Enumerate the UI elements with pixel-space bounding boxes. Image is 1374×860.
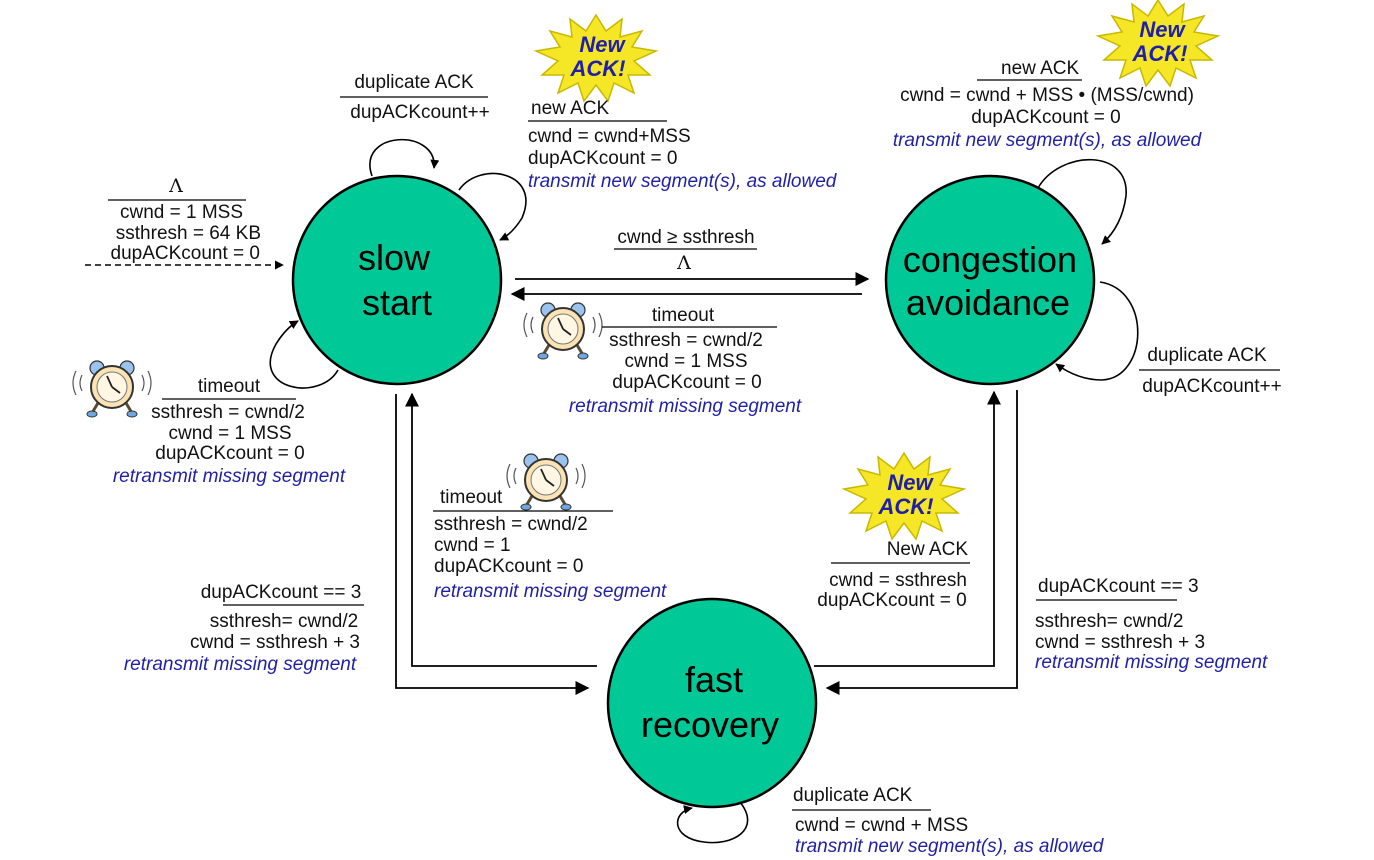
transition-ca-to-fr: dupACKcount == 3 ssthresh= cwnd/2 cwnd =… xyxy=(825,390,1268,695)
svg-text:cwnd = cwnd + MSS: cwnd = cwnd + MSS xyxy=(795,815,968,836)
new-ack-burst-icon: New ACK! xyxy=(535,14,657,102)
svg-text:timeout: timeout xyxy=(440,487,503,508)
svg-text:cwnd ≥ ssthresh: cwnd ≥ ssthresh xyxy=(617,227,754,248)
state-congestion-avoidance: congestion avoidance xyxy=(884,174,1096,386)
svg-text:retransmit missing segment: retransmit missing segment xyxy=(124,654,357,675)
alarm-clock-icon xyxy=(505,452,587,512)
svg-text:dupACKcount = 0: dupACKcount = 0 xyxy=(155,443,304,464)
transition-fr-to-ca-new-ack: New ACK! New ACK cwnd = ssthresh dupACKc… xyxy=(814,390,1001,667)
new-ack-burst-icon: New ACK! xyxy=(843,452,965,540)
svg-text:transmit new segment(s), as al: transmit new segment(s), as allowed xyxy=(795,836,1105,857)
svg-text:ACK!: ACK! xyxy=(570,56,626,81)
svg-text:ssthresh= cwnd/2: ssthresh= cwnd/2 xyxy=(210,611,358,632)
svg-text:duplicate ACK: duplicate ACK xyxy=(793,785,913,806)
svg-text:dupACKcount = 0: dupACKcount = 0 xyxy=(111,243,260,264)
svg-text:dupACKcount = 0: dupACKcount = 0 xyxy=(817,590,966,611)
svg-text:ACK!: ACK! xyxy=(878,494,934,519)
svg-text:slow: slow xyxy=(358,237,431,278)
svg-text:New: New xyxy=(887,470,934,495)
transition-fr-duplicate-ack: duplicate ACK cwnd = cwnd + MSS transmit… xyxy=(676,785,1105,857)
svg-text:dupACKcount++: dupACKcount++ xyxy=(350,102,489,123)
svg-text:cwnd = 1: cwnd = 1 xyxy=(434,535,511,556)
svg-text:dupACKcount == 3: dupACKcount == 3 xyxy=(201,582,362,603)
svg-text:duplicate ACK: duplicate ACK xyxy=(1147,345,1267,366)
transition-ca-new-ack: New ACK! new ACK cwnd = cwnd + MSS • (MS… xyxy=(893,0,1219,245)
new-ack-burst-icon: New ACK! xyxy=(1097,0,1219,87)
svg-text:cwnd = cwnd+MSS: cwnd = cwnd+MSS xyxy=(528,126,691,147)
svg-text:congestion: congestion xyxy=(903,239,1077,280)
transition-ss-new-ack: New ACK! new ACK cwnd = cwnd+MSS dupACKc… xyxy=(458,14,838,241)
svg-text:New: New xyxy=(579,32,626,57)
svg-text:ssthresh = cwnd/2: ssthresh = cwnd/2 xyxy=(434,514,588,535)
svg-text:dupACKcount = 0: dupACKcount = 0 xyxy=(434,556,583,577)
svg-text:cwnd = ssthresh + 3: cwnd = ssthresh + 3 xyxy=(1035,632,1205,653)
svg-text:Λ: Λ xyxy=(676,252,691,274)
state-fast-recovery: fast recovery xyxy=(606,597,818,809)
transition-ss-to-ca: cwnd ≥ ssthresh Λ xyxy=(515,227,870,286)
svg-text:transmit new segment(s), as al: transmit new segment(s), as allowed xyxy=(528,171,838,192)
svg-text:New: New xyxy=(1139,17,1186,42)
alarm-clock-icon xyxy=(522,301,604,361)
state-slow-start: slow start xyxy=(291,174,503,386)
transition-fr-to-ss-timeout: timeout ssthresh = cwnd/2 cwnd = 1 dupAC… xyxy=(405,392,667,667)
svg-text:cwnd = ssthresh: cwnd = ssthresh xyxy=(829,570,967,591)
svg-text:timeout: timeout xyxy=(652,305,715,326)
svg-text:dupACKcount++: dupACKcount++ xyxy=(1142,376,1281,397)
svg-text:Λ: Λ xyxy=(168,175,183,197)
svg-text:ssthresh= cwnd/2: ssthresh= cwnd/2 xyxy=(1035,611,1183,632)
svg-text:cwnd = 1 MSS: cwnd = 1 MSS xyxy=(120,202,243,223)
svg-text:timeout: timeout xyxy=(198,376,261,397)
svg-text:retransmit missing segment: retransmit missing segment xyxy=(1035,652,1268,673)
svg-text:avoidance: avoidance xyxy=(906,282,1070,323)
svg-text:dupACKcount = 0: dupACKcount = 0 xyxy=(528,148,677,169)
svg-text:cwnd = 1 MSS: cwnd = 1 MSS xyxy=(624,351,747,372)
svg-text:retransmit missing segment: retransmit missing segment xyxy=(434,581,667,602)
svg-text:transmit new segment(s), as al: transmit new segment(s), as allowed xyxy=(893,130,1203,151)
svg-text:dupACKcount = 0: dupACKcount = 0 xyxy=(612,372,761,393)
transition-ca-duplicate-ack: duplicate ACK dupACKcount++ xyxy=(1055,281,1282,397)
svg-text:ssthresh = 64 KB: ssthresh = 64 KB xyxy=(116,223,261,244)
transition-initial: Λ cwnd = 1 MSS ssthresh = 64 KB dupACKco… xyxy=(85,175,284,270)
svg-text:start: start xyxy=(362,282,432,323)
svg-text:fast: fast xyxy=(685,659,743,700)
alarm-clock-icon xyxy=(71,359,153,419)
svg-text:ssthresh = cwnd/2: ssthresh = cwnd/2 xyxy=(151,402,305,423)
svg-text:recovery: recovery xyxy=(641,704,779,745)
svg-text:ssthresh = cwnd/2: ssthresh = cwnd/2 xyxy=(609,330,763,351)
transition-ss-duplicate-ack: duplicate ACK dupACKcount++ xyxy=(340,72,490,177)
svg-text:ACK!: ACK! xyxy=(1132,41,1188,66)
svg-text:duplicate ACK: duplicate ACK xyxy=(354,72,474,93)
svg-text:New ACK: New ACK xyxy=(887,539,969,560)
svg-text:new ACK: new ACK xyxy=(531,98,609,119)
svg-text:new ACK: new ACK xyxy=(1001,58,1079,79)
svg-text:dupACKcount = 0: dupACKcount = 0 xyxy=(971,107,1120,128)
svg-text:retransmit missing segment: retransmit missing segment xyxy=(113,466,346,487)
svg-text:cwnd = 1 MSS: cwnd = 1 MSS xyxy=(168,423,291,444)
transition-ss-timeout: timeout ssthresh = cwnd/2 cwnd = 1 MSS d… xyxy=(71,320,346,487)
transition-ss-to-fr: dupACKcount == 3 ssthresh= cwnd/2 cwnd =… xyxy=(124,394,590,695)
svg-text:cwnd = cwnd + MSS • (MSS/cwnd): cwnd = cwnd + MSS • (MSS/cwnd) xyxy=(900,85,1194,106)
svg-text:retransmit missing segment: retransmit missing segment xyxy=(569,396,802,417)
svg-text:cwnd = ssthresh + 3: cwnd = ssthresh + 3 xyxy=(190,632,360,653)
svg-text:dupACKcount == 3: dupACKcount == 3 xyxy=(1038,576,1199,597)
transition-ca-to-ss-timeout: timeout ssthresh = cwnd/2 cwnd = 1 MSS d… xyxy=(510,287,862,417)
